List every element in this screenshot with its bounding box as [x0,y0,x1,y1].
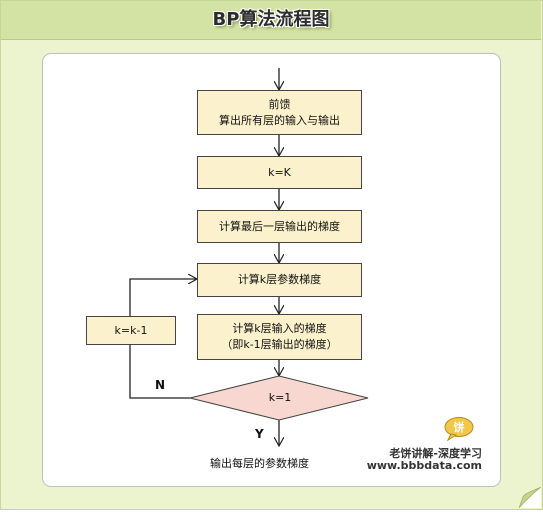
brand-name: 老饼讲解-深度学习 [389,447,482,460]
title-bar: BP算法流程图 [1,1,541,40]
feedforward-box: 前馈 算出所有层的输入与输出 [197,90,362,135]
feedforward-title: 前馈 [268,97,291,111]
last-grad-box: 计算最后一层输出的梯度 [197,210,362,243]
decision-label: k=1 [268,391,292,404]
brand-logo-char: 饼 [454,420,465,434]
input-grad-box: 计算k层输入的梯度 （即k-1层输出的梯度） [197,314,362,360]
decision-diamond [189,375,369,421]
brand-url: www.bbbdata.com [366,459,482,472]
init-k-box: k=K [197,156,362,189]
feedforward-desc: 算出所有层的输入与输出 [219,113,340,127]
output-label: 输出每层的参数梯度 [210,457,309,470]
input-grad-desc: （即k-1层输出的梯度） [221,338,338,351]
no-branch-label: N [155,378,166,392]
yes-branch-label: Y [255,427,264,441]
loop-back-to-param [129,279,197,316]
decrement-label: k=k-1 [114,323,148,337]
loop-no-branch [129,343,190,399]
last-grad-label: 计算最后一层输出的梯度 [219,219,340,233]
page-curl-icon [518,486,542,509]
param-grad-box: 计算k层参数梯度 [197,263,362,297]
page-title: BP算法流程图 [212,9,330,30]
init-k-label: k=K [268,165,291,179]
brand-logo-icon: 饼 [444,417,474,442]
input-grad-title: 计算k层输入的梯度 [232,322,327,335]
param-grad-label: 计算k层参数梯度 [237,273,322,286]
decrement-box: k=k-1 [86,316,176,345]
